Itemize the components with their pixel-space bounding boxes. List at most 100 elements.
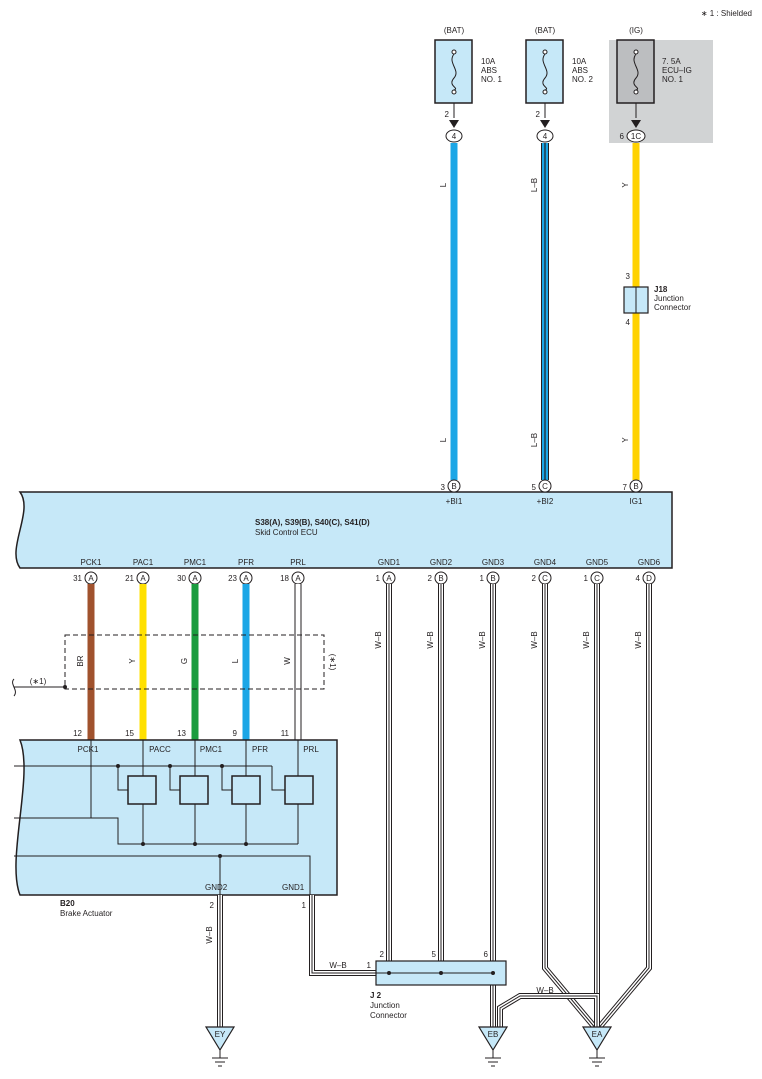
connector-code: A: [192, 574, 198, 583]
wire-code: W–B: [536, 986, 553, 995]
shield-label: (∗1): [328, 654, 337, 671]
pin-label: GND1: [282, 883, 305, 892]
pin-number: 6: [620, 132, 625, 141]
pin-number: 11: [281, 729, 290, 738]
pin-label: PMC1: [184, 558, 207, 567]
ecu-box: [15, 491, 673, 569]
ecu-name: Skid Control ECU: [255, 528, 318, 537]
fuse-abs-no1: (BAT) 10A ABS NO. 1 2 4: [434, 26, 502, 143]
pin-number: 2: [532, 574, 537, 583]
pin-label: GND2: [430, 558, 453, 567]
wire-code: W–B: [634, 631, 643, 648]
ecu-pin-gnd5: GND5 1 C: [584, 558, 609, 585]
pressure-sensor-pmc1: [179, 775, 209, 805]
junction-name: Connector: [370, 1011, 407, 1020]
actuator-pin-labels: PCK1 PACC PMC1 PFR PRL: [78, 745, 320, 754]
fuse-element-icon: [451, 53, 457, 91]
fuse-source: (BAT): [535, 26, 556, 35]
fuse-element-icon: [542, 53, 548, 91]
pin-label: PCK1: [81, 558, 102, 567]
wire-wb-outline: [594, 584, 652, 1032]
connector-code: A: [243, 574, 249, 583]
wire-code: W–B: [530, 631, 539, 648]
wire-code: W–B: [426, 631, 435, 648]
actuator-id: B20: [60, 899, 75, 908]
ecu-ground-wires: W–B W–B W–B W–B W–B W–B W–B: [374, 584, 652, 1032]
pin-number: 1: [584, 574, 589, 583]
s3-supply: [221, 766, 232, 791]
ground-ea: EA: [581, 1026, 613, 1067]
wire-code: L: [231, 658, 240, 663]
wire-code: Y: [621, 437, 630, 443]
pin-label: PFR: [252, 745, 268, 754]
ground-icon: [589, 1050, 605, 1067]
pressure-sensor-pfr: [231, 775, 261, 805]
pressure-sensor-pacc: [127, 775, 157, 805]
ground-label: EA: [592, 1030, 603, 1039]
wire-code: L–B: [530, 178, 539, 192]
connector-tag: [536, 129, 554, 143]
fuse-terminal: [542, 89, 548, 95]
wire-code: L: [439, 437, 448, 442]
pin-label: GND4: [534, 558, 557, 567]
connector-code: 4: [543, 132, 548, 141]
pin-number: 21: [125, 574, 134, 583]
pin-number: 30: [177, 574, 186, 583]
connector-arrow-icon: [631, 120, 641, 128]
gnd1-line: [14, 855, 311, 895]
connector-code: 4: [452, 132, 457, 141]
pin-label: GND2: [205, 883, 228, 892]
fuse-name: ECU–IG: [662, 66, 692, 75]
fuse-abs-no2: (BAT) 10A ABS NO. 2 2 4: [525, 26, 593, 143]
ecu-pin-gnd6: GND6 4 D: [636, 558, 661, 585]
connector-code: A: [140, 574, 146, 583]
junction-name: Junction: [654, 294, 684, 303]
pin-label: PRL: [290, 558, 306, 567]
wire-wb-stripe: [311, 895, 376, 974]
ecu-pin-gnd1: GND1 1 A: [376, 558, 401, 585]
pin-number: 5: [532, 483, 537, 492]
connector-code: D: [646, 574, 652, 583]
pin-number: 23: [228, 574, 237, 583]
pin-number: 3: [626, 272, 631, 281]
ecu-pin-pck1: PCK1 31 A: [73, 558, 102, 585]
fuse-number: NO. 2: [572, 75, 593, 84]
wire-code: Y: [128, 658, 137, 664]
signal-wires: BR Y G L W: [76, 584, 302, 740]
connector-code: C: [594, 574, 600, 583]
junction-connector-j2: 1 2 5 6 J 2 Junction Connector: [367, 950, 507, 1020]
wire-code: W–B: [329, 961, 346, 970]
fuse-name: ABS: [481, 66, 497, 75]
ecu-pin-gnd3: GND3 1 B: [480, 558, 505, 585]
ground-triangle: [477, 1026, 509, 1052]
fuse-terminal: [633, 49, 639, 55]
shield-label: (∗1): [30, 677, 47, 686]
ecu-pin-gnd2: GND2 2 B: [428, 558, 453, 585]
connector-circle: [629, 479, 643, 493]
wire-code: W–B: [205, 926, 214, 943]
ecu-title: S38(A), S39(B), S40(C), S41(D): [255, 518, 370, 527]
wire-code: W–B: [478, 631, 487, 648]
pin-label: +BI2: [537, 497, 554, 506]
fuse-ecu-ig-no1: (IG) 7. 5A ECU–IG NO. 1 6 1C: [616, 26, 692, 143]
pin-number: 13: [177, 729, 186, 738]
fuse-terminal: [542, 49, 548, 55]
pin-label: PRL: [303, 745, 319, 754]
connector-circle: [538, 479, 552, 493]
brake-actuator: 12 15 13 9 11 PCK1 PACC PMC1 PFR PRL: [14, 729, 338, 918]
wire-code: L: [439, 182, 448, 187]
pin-number: 1: [376, 574, 381, 583]
pin-number: 7: [623, 483, 628, 492]
ground-label: EY: [215, 1030, 226, 1039]
pin-label: GND6: [638, 558, 661, 567]
wire-code: W–B: [582, 631, 591, 648]
connector-arrow-icon: [449, 120, 459, 128]
wire-code: Y: [621, 182, 630, 188]
pin-number: 2: [380, 950, 385, 959]
pin-number: 12: [73, 729, 82, 738]
fuse-rating: 10A: [572, 57, 587, 66]
skid-control-ecu: S38(A), S39(B), S40(C), S41(D) Skid Cont…: [15, 479, 673, 585]
actuator-pin-numbers: 12 15 13 9 11: [73, 729, 289, 738]
ground-ey: EY: [204, 1026, 236, 1067]
ground-eb: EB: [477, 1026, 509, 1067]
